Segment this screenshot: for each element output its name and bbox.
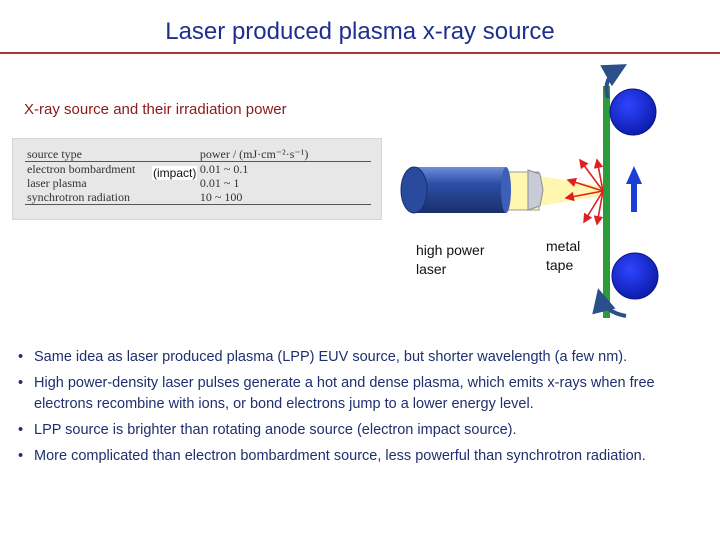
list-item: • Same idea as laser produced plasma (LPP… [18, 347, 708, 368]
row-power: 0.01 ~ 1 [199, 176, 240, 190]
list-item: • LPP source is brighter than rotating an… [18, 420, 708, 441]
bullet-dot-icon: • [18, 422, 24, 438]
upper-reel [609, 88, 657, 136]
tape-label: metal tape [546, 237, 580, 275]
lower-rotation-arrow-icon [592, 288, 627, 318]
bullet-dot-icon: • [18, 349, 24, 365]
bullet-list: • Same idea as laser produced plasma (LPP… [18, 347, 708, 472]
bullet-text: Same idea as laser produced plasma (LPP)… [34, 349, 628, 365]
upper-rotation-arrow-icon [600, 64, 627, 99]
xray-emission-arrows [564, 158, 604, 226]
table-row: electron bombardment 0.01 ~ 0.1 [25, 162, 371, 177]
list-item: • More complicated than electron bombardm… [18, 446, 708, 467]
bullet-dot-icon: • [18, 448, 24, 464]
power-table: source type power / (mJ·cm⁻²·s⁻¹) electr… [25, 147, 371, 205]
title-divider [0, 52, 720, 54]
laser-label-line: laser [416, 261, 447, 277]
irradiation-power-table: source type power / (mJ·cm⁻²·s⁻¹) electr… [12, 138, 382, 220]
header-power: power / (mJ·cm⁻²·s⁻¹) [197, 147, 371, 162]
row-source: synchrotron radiation [25, 190, 198, 205]
lower-reel [611, 252, 659, 300]
laser-label: high power laser [416, 241, 485, 279]
bullet-dot-icon: • [18, 375, 24, 391]
row-source: laser plasma [27, 176, 87, 190]
table-header-row: source type power / (mJ·cm⁻²·s⁻¹) [25, 147, 371, 162]
tape-label-line: tape [546, 257, 574, 273]
laser-cylinder [400, 166, 511, 214]
row-source: electron bombardment [27, 162, 136, 176]
tape-direction-arrow-icon [626, 166, 642, 212]
laser-nozzle [527, 169, 544, 211]
laser-beam [504, 171, 603, 211]
table-row: laser plasma 0.01 ~ 1 [25, 176, 371, 190]
tape-label-line: metal [546, 238, 581, 254]
impact-annotation: (impact) [152, 166, 198, 180]
header-source-type: source type [25, 147, 198, 162]
row-power: 10 ~ 100 [197, 190, 371, 205]
bullet-text: More complicated than electron bombardme… [34, 448, 646, 464]
row-power: 0.01 ~ 0.1 [199, 162, 249, 176]
section-subtitle: X-ray source and their irradiation power [24, 101, 287, 118]
slide-title: Laser produced plasma x-ray source [165, 18, 555, 45]
table-row: synchrotron radiation 10 ~ 100 [25, 190, 371, 205]
laser-label-line: high power [416, 242, 485, 258]
list-item: • High power-density laser pulses generat… [18, 373, 708, 415]
bullet-text: LPP source is brighter than rotating ano… [34, 422, 517, 438]
bullet-text: High power-density laser pulses generate… [34, 375, 655, 412]
metal-tape [603, 86, 610, 318]
